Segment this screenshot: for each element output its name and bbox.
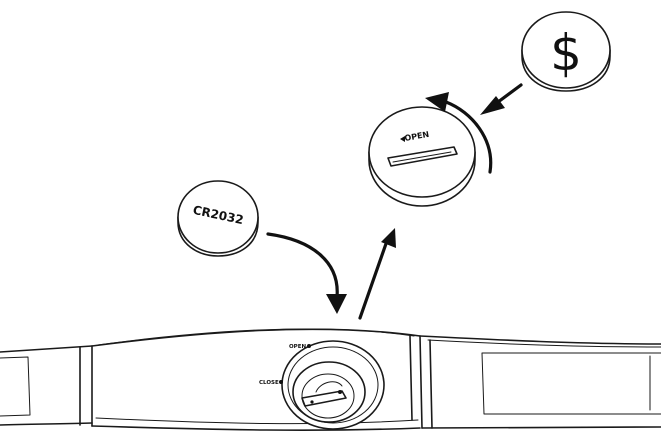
strap-close-label: CLOSE [259, 380, 279, 386]
coin-symbol: $ [550, 24, 582, 82]
strap-open-label: OPEN [289, 344, 306, 350]
battery-cover: OPEN [368, 106, 476, 207]
cover-open-label: OPEN [404, 130, 430, 143]
coin-to-cover-arrow [480, 83, 523, 115]
rotate-open-arrow [425, 92, 493, 174]
cover-open-triangle [400, 136, 405, 142]
battery-compartment [281, 340, 385, 430]
insert-battery-arrow [266, 232, 347, 314]
coin: $ [521, 11, 611, 92]
strap-close-dot [279, 380, 283, 384]
cr2032-battery: CR2032 [177, 180, 259, 257]
strap-open-dot [307, 344, 311, 348]
remove-cover-arrow [358, 228, 396, 320]
chest-strap: OPEN CLOSE [0, 328, 661, 431]
